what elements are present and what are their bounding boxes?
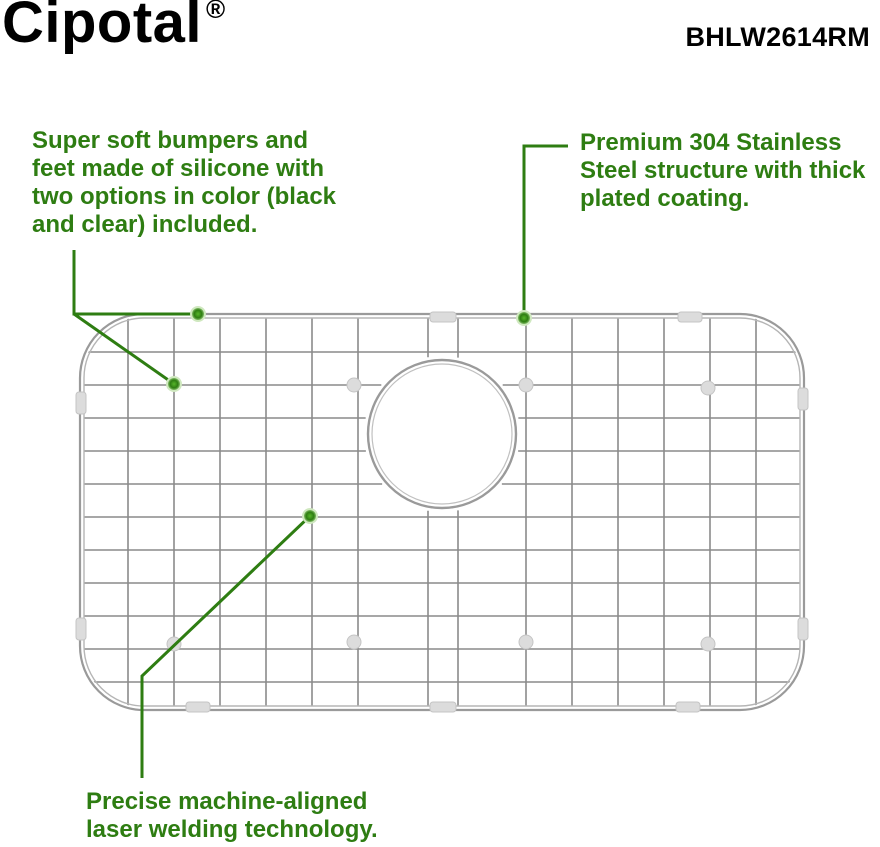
callout-line: Premium 304 Stainless — [580, 129, 842, 156]
brand-logo: Cipotal® — [2, 0, 226, 52]
registered-mark: ® — [206, 0, 226, 24]
brand-name: Cipotal — [2, 0, 203, 55]
bumper-top-center — [429, 311, 457, 323]
drain-ring-inner — [371, 363, 513, 505]
bumper-bottom-left — [185, 701, 211, 713]
model-number: BHLW2614RM — [685, 22, 870, 52]
leader-welding — [140, 514, 312, 778]
callout-dots — [166, 306, 532, 524]
callout-steel-text: Premium 304 Stainless Steel structure wi… — [580, 129, 865, 213]
callout-dot-steel — [516, 310, 532, 326]
bumper-top-right — [677, 311, 703, 323]
callout-welding-text: Precise machine-aligned laser welding te… — [86, 788, 378, 844]
callout-line: two options in color (black — [32, 183, 337, 210]
leader-steel — [522, 144, 568, 318]
bumper-bottom-center — [429, 701, 457, 713]
foot-lower-center-right — [518, 634, 534, 650]
foot-lower-right — [700, 636, 716, 652]
foot-upper-left — [346, 377, 362, 393]
foot-upper-far-right — [700, 380, 716, 396]
callout-line: Precise machine-aligned — [86, 788, 368, 815]
callout-line: and clear) included. — [32, 211, 258, 238]
callout-line: Steel structure with thick — [580, 157, 866, 184]
bumper-bottom-right — [675, 701, 701, 713]
bumper-right-lower — [797, 617, 809, 641]
callout-dot-bumper-top — [190, 306, 206, 322]
silicone-bumpers — [75, 311, 809, 713]
callout-bumpers-text: Super soft bumpers and feet made of sili… — [32, 127, 336, 239]
bumper-left-lower — [75, 617, 87, 641]
foot-lower-center-left — [346, 634, 362, 650]
callout-dot-bumper-foot — [166, 376, 182, 392]
bumper-left-upper — [75, 391, 87, 415]
bumper-right-upper — [797, 387, 809, 411]
leader-bumpers — [72, 250, 198, 316]
callout-line: laser welding technology. — [86, 816, 378, 843]
callout-line: feet made of silicone with — [32, 155, 325, 182]
callout-dot-welding — [302, 508, 318, 524]
foot-upper-right — [518, 377, 534, 393]
drain-opening — [366, 358, 518, 510]
leader-bumpers-branch — [73, 312, 175, 386]
callout-line: plated coating. — [580, 185, 750, 212]
callout-line: Super soft bumpers and — [32, 127, 309, 154]
